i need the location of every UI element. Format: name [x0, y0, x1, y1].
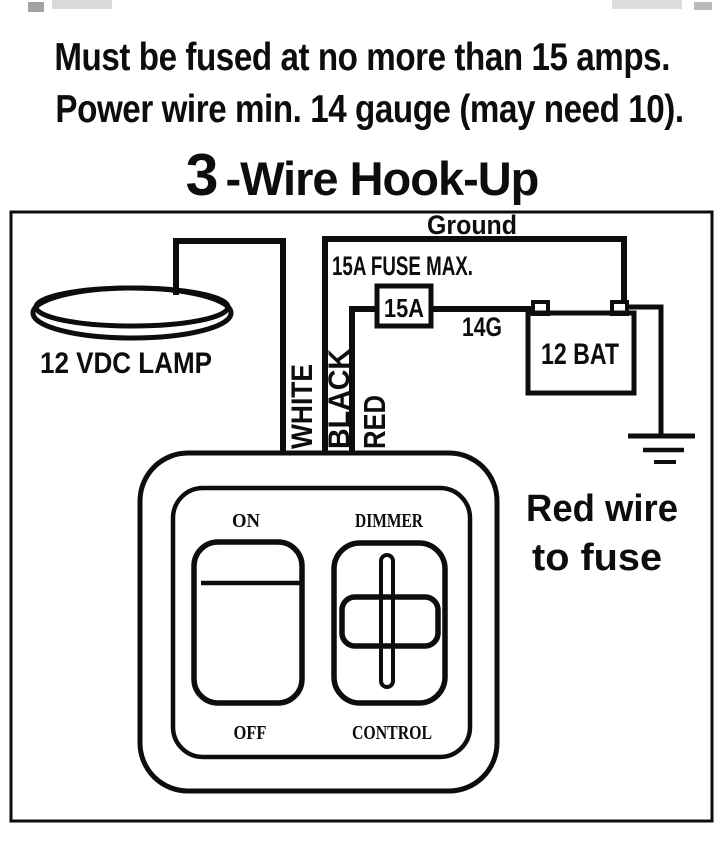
diagram-border [9, 210, 714, 823]
wire-gauge-label: 14G [462, 312, 502, 342]
diagram-title-rest: -Wire Hook-Up [225, 152, 539, 205]
fuse-box [374, 283, 434, 329]
battery-label: 12 BAT [541, 338, 619, 371]
switch-plate-inner [170, 485, 473, 760]
lamp-label: 12 VDC LAMP [40, 347, 212, 380]
battery-terminal-right [610, 300, 629, 316]
fuse-note-label: 15A FUSE MAX. [332, 251, 473, 281]
off-label: OFF [234, 722, 267, 744]
lamp-inner-ellipse [33, 285, 231, 329]
battery-box [525, 310, 637, 396]
scan-artifact [28, 2, 44, 12]
red-wire-label: RED [357, 395, 392, 449]
dimmer-well [331, 540, 448, 706]
fuse-warning-line1-text: Must be fused at no more than 15 amps. [54, 36, 670, 79]
scan-artifact [52, 0, 112, 9]
fuse-warning-line1: Must be fused at no more than 15 amps. [0, 38, 724, 77]
earth-ground-symbol [628, 433, 695, 464]
fuse-warning-line2-text: Power wire min. 14 gauge (may need 10). [55, 88, 684, 131]
dimmer-label: DIMMER [355, 510, 423, 532]
black-ground-wire [322, 236, 627, 453]
ground-label: Ground [427, 210, 517, 240]
black-wire-label: BLACK [323, 349, 356, 449]
on-label: ON [232, 510, 261, 532]
rocker-switch [191, 539, 305, 706]
fuse-value-label: 15A [384, 293, 424, 323]
dimmer-slider-knob [339, 594, 441, 649]
control-label: CONTROL [352, 722, 432, 744]
battery-earth-wire [626, 304, 664, 435]
dimmer-slider-track [379, 553, 395, 689]
switch-plate-outer [137, 450, 500, 794]
scan-artifact [694, 2, 712, 10]
lamp [30, 285, 234, 341]
diagram-title: 3 -Wire Hook-Up [0, 146, 724, 205]
scan-artifact [612, 0, 682, 9]
red-wire-note-line2: to fuse [532, 537, 662, 579]
red-wire-note-line1: Red wire [526, 488, 678, 530]
battery-terminal-left [531, 300, 550, 316]
fuse-warning-line2: Power wire min. 14 gauge (may need 10). [0, 90, 724, 129]
diagram-title-number: 3 [185, 142, 219, 208]
white-wire-label: WHITE [286, 364, 319, 449]
white-wire [173, 238, 286, 453]
red-wire-switch-to-fuse [349, 306, 379, 453]
